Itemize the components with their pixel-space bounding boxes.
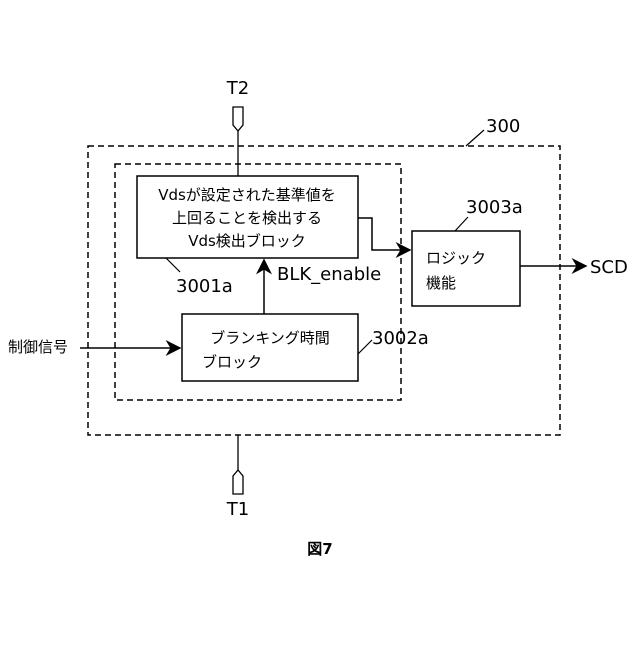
vds-detect-line2: 上回ることを検出する	[172, 209, 322, 227]
detect-to-logic-arrow	[358, 218, 410, 250]
t1-label: T1	[226, 499, 249, 520]
t2-terminal-icon	[233, 107, 243, 131]
blanking-ref-leader	[358, 340, 372, 354]
logic-ref-label: 3003a	[466, 197, 523, 218]
blanking-ref-label: 3002a	[372, 328, 429, 349]
outer-ref-label: 300	[486, 116, 520, 137]
logic-line1: ロジック	[426, 249, 486, 267]
scd-output-label: SCD	[590, 257, 628, 278]
figure-caption: 図7	[307, 540, 332, 558]
logic-function-block	[412, 231, 520, 306]
t2-label: T2	[226, 78, 249, 99]
blanking-line2: ブロック	[202, 353, 262, 371]
outer-ref-leader	[466, 130, 484, 146]
logic-line2: 機能	[426, 274, 456, 292]
vds-detect-line1: Vdsが設定された基準値を	[158, 186, 336, 204]
t1-terminal-icon	[233, 470, 243, 494]
blk-enable-label: BLK_enable	[277, 264, 381, 285]
control-signal-label: 制御信号	[8, 338, 68, 356]
logic-ref-leader	[455, 217, 468, 231]
blanking-line1: ブランキング時間	[210, 329, 330, 347]
vds-detect-line3: Vds検出ブロック	[188, 232, 306, 250]
detect-ref-leader	[166, 258, 180, 272]
detect-ref-label: 3001a	[176, 276, 233, 297]
